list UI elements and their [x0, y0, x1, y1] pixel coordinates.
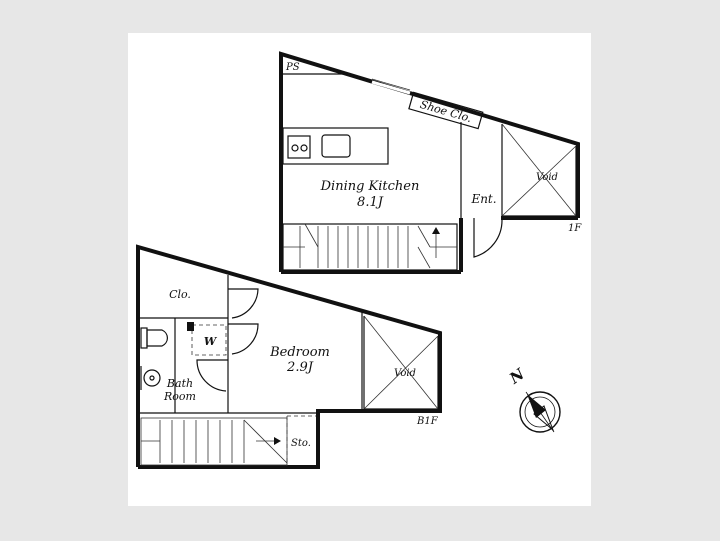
window-line: [371, 78, 411, 91]
bedroom-door: [228, 323, 259, 355]
north-arrow-icon: [527, 394, 546, 418]
washer-pillar: [187, 322, 194, 331]
closet-door: [228, 288, 259, 319]
bath-door: [196, 359, 228, 392]
void-b1f-x-2: [363, 335, 439, 410]
dining-kitchen-size: 8.1J: [357, 195, 384, 210]
void-box-b1f: [363, 316, 439, 410]
floor-b1f: Clo. W Bedroom 2.9J Bath Room Void Sto. …: [136, 244, 442, 469]
bath-label-line1: Bath: [166, 377, 193, 390]
bedroom-label: Bedroom: [269, 345, 330, 360]
floor-b1f-label: B1F: [416, 416, 439, 427]
stairs-1f: [282, 223, 458, 271]
burner-1: [291, 144, 299, 152]
washer-label: W: [204, 335, 218, 348]
floor-1f-outer-wall: [279, 51, 580, 272]
toilet-bowl: [146, 329, 168, 347]
basin-drain: [149, 375, 155, 381]
burner-2: [300, 144, 308, 152]
stove-top: [287, 135, 311, 159]
compass-inner-ring: [524, 396, 556, 428]
bedroom-size: 2.9J: [286, 360, 314, 375]
entrance-label: Ent.: [470, 192, 496, 206]
south-arrow-icon: [533, 405, 555, 432]
void-x-2: [501, 145, 577, 217]
dining-kitchen-label: Dining Kitchen: [320, 179, 420, 194]
bath-label-line2: Room: [163, 390, 196, 403]
basin: [143, 369, 161, 387]
floor-1f-label: 1F: [568, 223, 582, 234]
compass-outer-ring: [519, 391, 561, 433]
storage-label: Sto.: [291, 438, 311, 449]
void-label-1f: Void: [536, 172, 558, 183]
closet-label: Clo.: [169, 288, 191, 301]
shoe-closet: [408, 91, 484, 130]
void-label-b1f: Void: [394, 368, 416, 379]
washer-space: [191, 324, 227, 356]
ps-label: PS: [285, 62, 300, 73]
kitchen-counter: [282, 127, 389, 165]
entrance-door: [473, 218, 503, 258]
stairs-b1f: [140, 417, 288, 466]
floor-b1f-outer-wall: [136, 244, 442, 469]
void-b1f-x-1: [363, 315, 439, 410]
void-x-1: [501, 123, 577, 217]
sink: [321, 134, 351, 158]
void-box-1f: [501, 124, 577, 217]
window: [371, 80, 411, 95]
